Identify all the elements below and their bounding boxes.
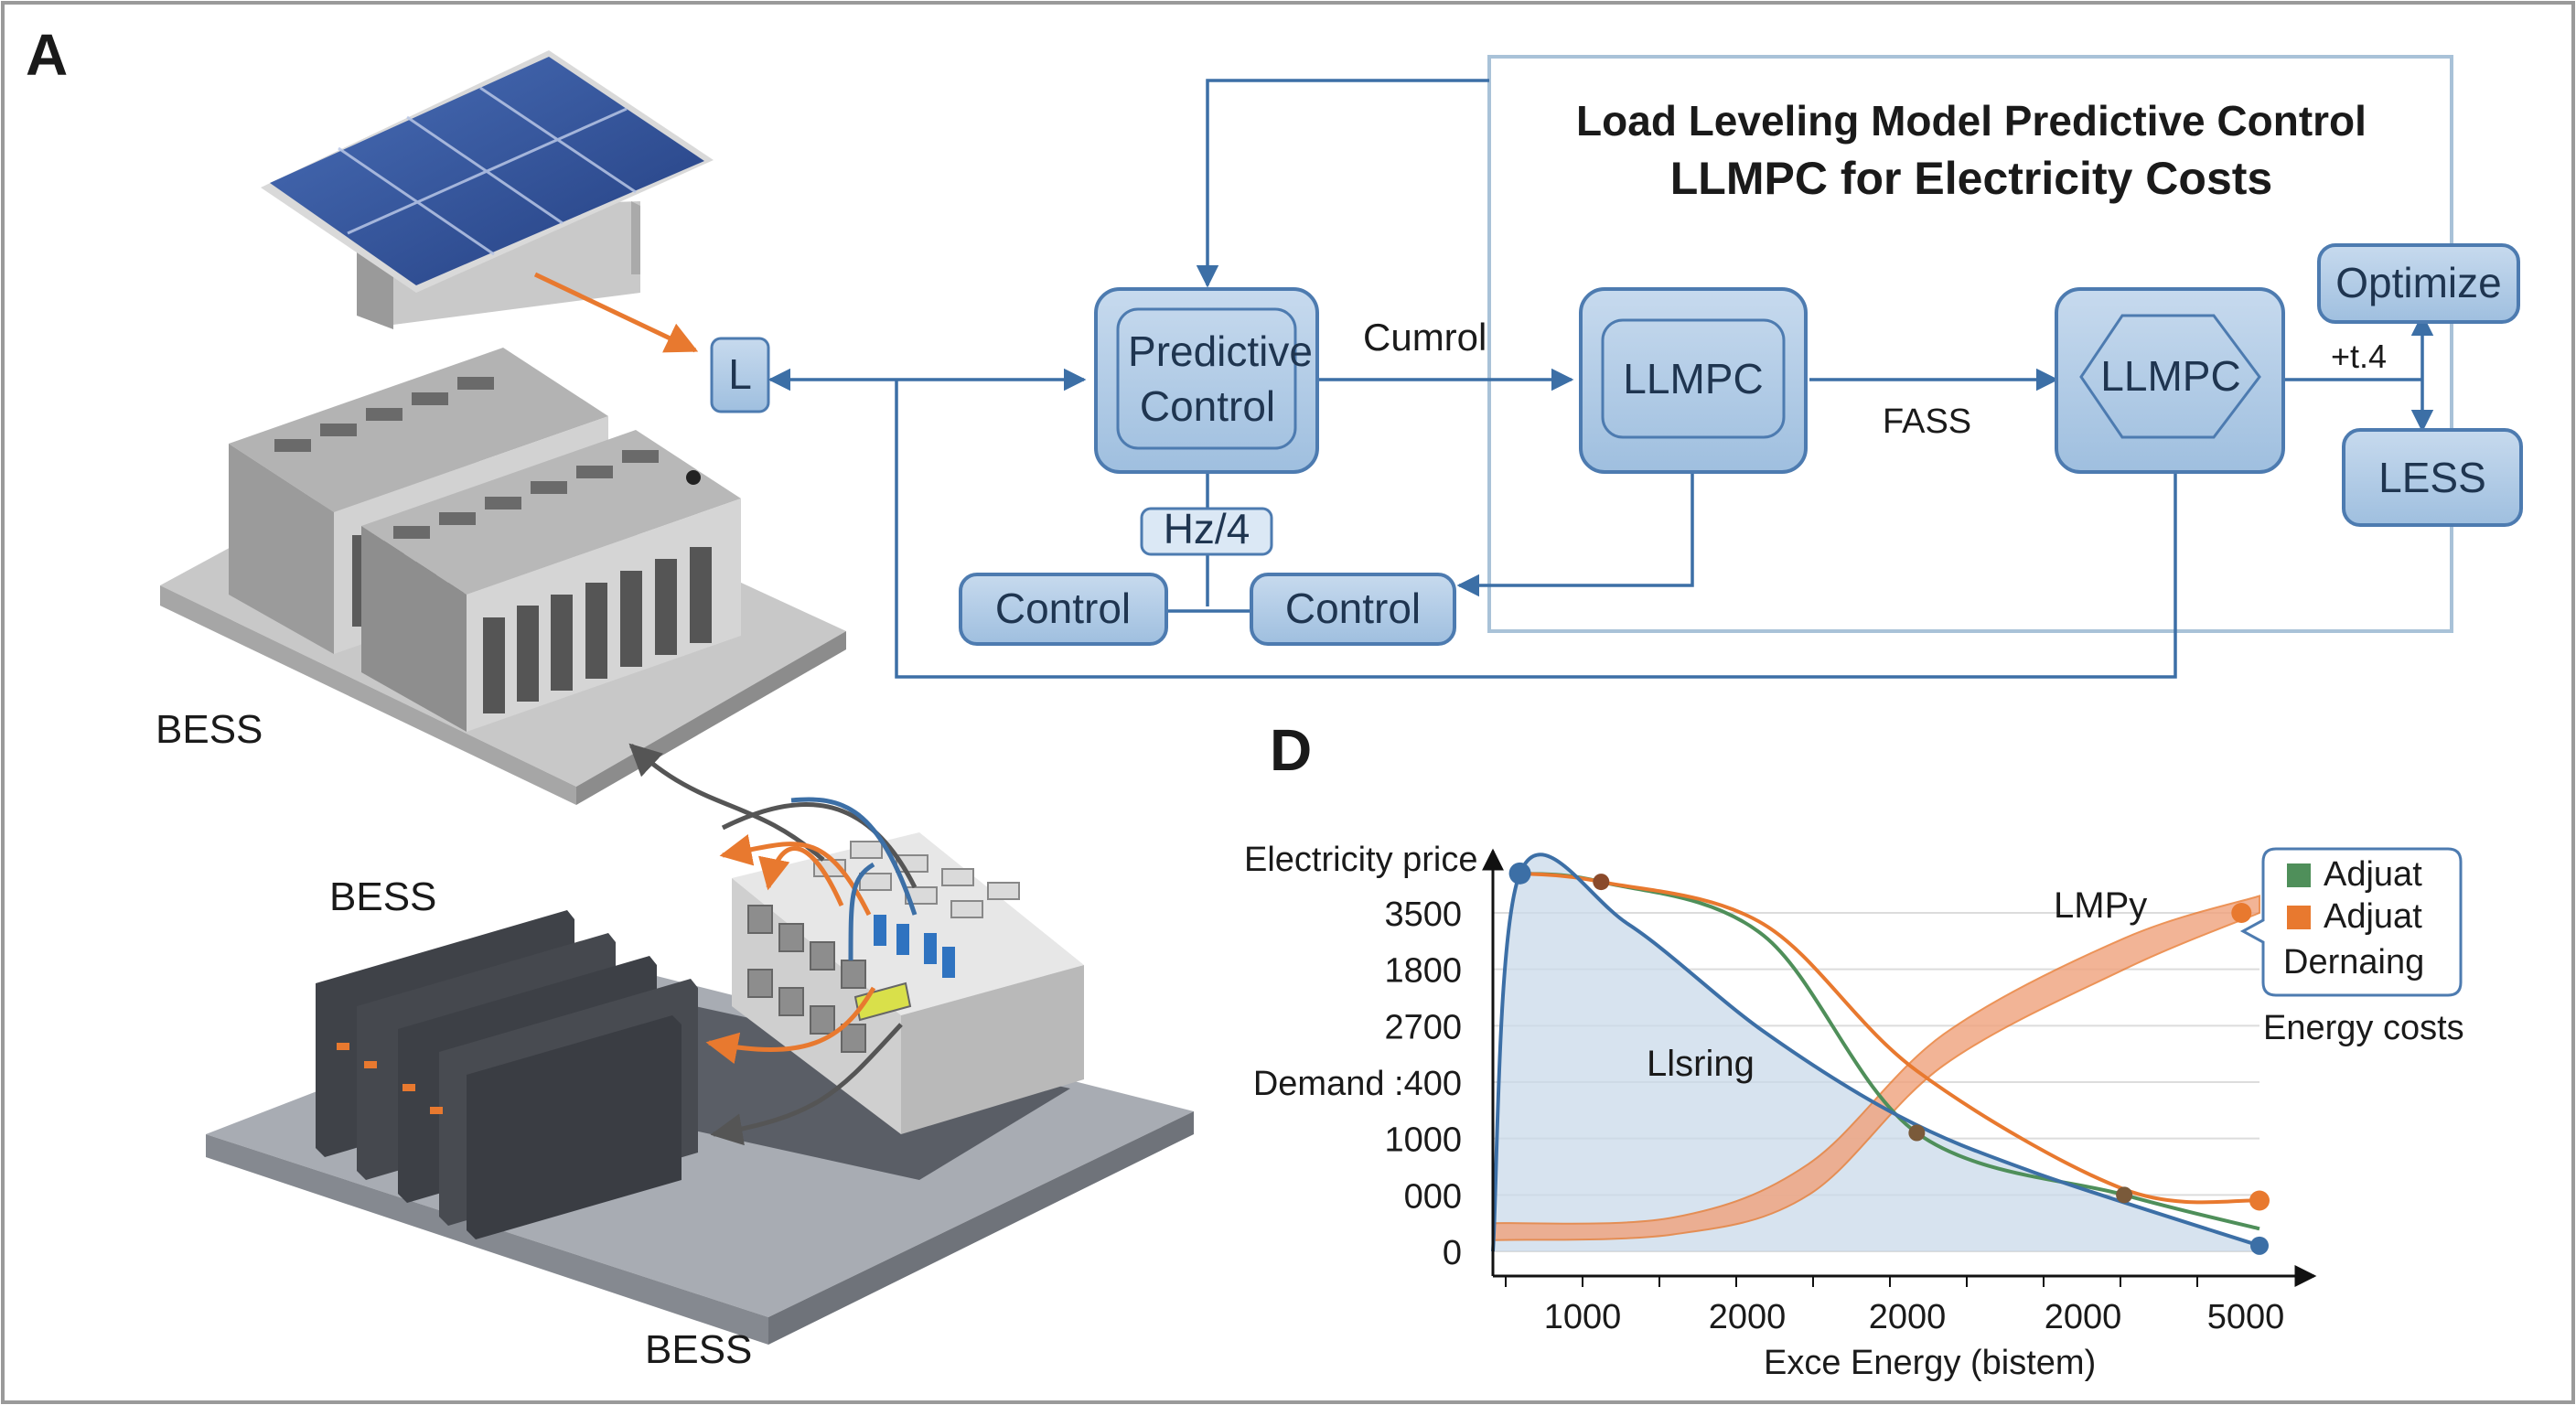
llmpc-block[interactable]: LLMPC — [1579, 287, 1808, 474]
x-tick-label: 5000 — [2207, 1298, 2285, 1336]
legend-swatch-green — [2287, 863, 2311, 887]
x-axis-ticks — [1505, 1276, 2198, 1287]
solar-to-junction-arrow — [533, 272, 699, 353]
y-tick-label: Demand :400 — [1253, 1065, 1462, 1103]
marker-green-1 — [1908, 1124, 1926, 1142]
predictive-control-line1: Predictive — [1128, 327, 1313, 375]
legend-label-2: Adjuat — [2324, 897, 2422, 936]
bess-wiring — [628, 743, 918, 1146]
bess-bottom-illustration — [206, 832, 1194, 1345]
x-tick-labels: 1000 2000 2000 2000 5000 — [1544, 1298, 2285, 1336]
energy-costs-annotation: Energy costs — [2263, 1009, 2464, 1047]
llmpc-hex-label: LLMPC — [2100, 352, 2240, 400]
x-axis-title: Exce Energy (bistem) — [1764, 1344, 2096, 1382]
y-tick-label: 1000 — [1384, 1121, 1462, 1160]
fass-label: FASS — [1883, 402, 1971, 441]
control-left-label: Control — [995, 585, 1131, 632]
area-annotation: Llsring — [1647, 1044, 1755, 1084]
llmpc-frame — [1487, 55, 2453, 633]
series-blue-fill — [1493, 854, 2259, 1251]
band-annotation: LMPy — [2054, 885, 2147, 926]
x-tick-label: 2000 — [1869, 1298, 1947, 1336]
marker-orange-end — [2249, 1190, 2270, 1211]
y-tick-label: 0 — [1443, 1234, 1462, 1272]
marker-green-2 — [2116, 1186, 2133, 1204]
marker-blue-end — [2250, 1236, 2269, 1255]
optimize-block[interactable]: Optimize — [2317, 243, 2520, 324]
series-blue-line — [1491, 853, 2260, 1252]
bess-label-top: BESS — [156, 707, 263, 752]
legend-label-1: Adjuat — [2324, 855, 2422, 894]
bess-label-bottom: BESS — [645, 1327, 752, 1372]
llmpc-block-label: LLMPC — [1623, 355, 1763, 402]
panel-label-d: D — [1270, 717, 1312, 783]
control-right-block[interactable]: Control — [1250, 573, 1456, 646]
x-tick-label: 2000 — [2045, 1298, 2122, 1336]
predictive-control-block[interactable]: Predictive Control — [1094, 287, 1319, 474]
control-left-block[interactable]: Control — [959, 573, 1168, 646]
legend-swatch-orange — [2287, 906, 2311, 929]
y-axis-title: Electricity price — [1244, 841, 1478, 879]
control-edge-label: Cumrol — [1363, 316, 1487, 359]
optimize-label: Optimize — [2335, 259, 2501, 306]
predictive-control-line2: Control — [1140, 382, 1275, 430]
y-tick-label: 000 — [1404, 1177, 1462, 1216]
y-tick-label: 1800 — [1384, 952, 1462, 991]
panel-label-a: A — [26, 22, 68, 88]
y-tick-label: 3500 — [1384, 896, 1462, 934]
control-right-label: Control — [1285, 585, 1421, 632]
marker-band-end — [2231, 903, 2252, 923]
llmpc-hex-block[interactable]: LLMPC — [2055, 287, 2285, 474]
series-orange-band — [1492, 895, 2260, 1241]
junction-label: L — [728, 350, 752, 398]
hz-label: Hz/4 — [1164, 505, 1250, 552]
x-tick-label: 1000 — [1544, 1298, 1622, 1336]
less-block[interactable]: LESS — [2342, 428, 2523, 527]
marker-orange-1 — [1593, 874, 1610, 891]
legend-extra-line: Dernaing — [2283, 943, 2424, 981]
solar-panel-illustration — [261, 50, 714, 329]
bess-top-illustration — [160, 348, 846, 805]
x-tick-label: 2000 — [1709, 1298, 1787, 1336]
side-label: +t.4 — [2331, 338, 2387, 375]
junction-box: L — [710, 337, 770, 413]
hz-block[interactable]: Hz/4 — [1140, 505, 1273, 556]
diagram-title-line1: Load Leveling Model Predictive Control — [1576, 97, 2367, 145]
diagram-title-line2: LLMPC for Electricity Costs — [1670, 153, 2272, 204]
chart-markers — [1508, 862, 2270, 1255]
bess-label-middle: BESS — [329, 874, 436, 919]
marker-blue-start — [1508, 862, 1531, 885]
less-label: LESS — [2378, 454, 2486, 501]
y-tick-label: 2700 — [1384, 1008, 1462, 1046]
chart-legend: Adjuat Adjuat Dernaing — [2239, 847, 2463, 997]
diagram-connectors — [767, 79, 2434, 679]
